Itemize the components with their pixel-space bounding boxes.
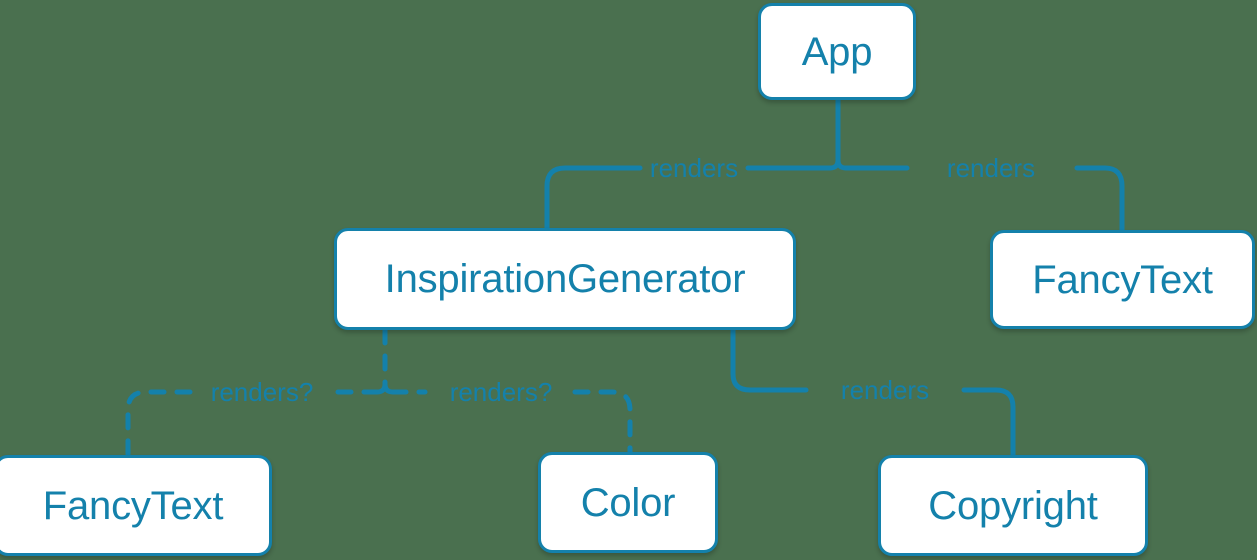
edge-app-stem-right <box>835 157 849 171</box>
node-copyright-label: Copyright <box>928 483 1098 528</box>
edge-app-stem <box>827 97 841 171</box>
node-fancytext-top-label: FancyText <box>1032 257 1213 302</box>
edge-label-app-to-fancytext: renders <box>946 153 1036 183</box>
node-inspiration-generator[interactable]: InspirationGenerator <box>334 228 796 330</box>
edge-inspiration-dashed-junction-left <box>374 381 388 395</box>
node-inspiration-generator-label: InspirationGenerator <box>384 257 746 301</box>
node-copyright[interactable]: Copyright <box>878 455 1148 556</box>
edge-label-inspiration-to-fancytext: renders? <box>210 377 314 407</box>
node-color[interactable]: Color <box>538 452 718 553</box>
node-fancytext-bottom-label: FancyText <box>42 483 224 528</box>
node-fancytext-bottom[interactable]: FancyText <box>0 455 272 556</box>
edge-label-app-to-inspiration: renders <box>649 153 739 183</box>
node-app-label: App <box>801 29 873 74</box>
edge-label-inspiration-to-copyright: renders <box>840 375 930 405</box>
edge-inspiration-dashed-junction-right <box>382 381 396 395</box>
node-color-label: Color <box>580 480 676 525</box>
node-fancytext-top[interactable]: FancyText <box>990 230 1255 329</box>
node-app[interactable]: App <box>758 3 916 100</box>
edge-label-inspiration-to-color: renders? <box>449 377 553 407</box>
